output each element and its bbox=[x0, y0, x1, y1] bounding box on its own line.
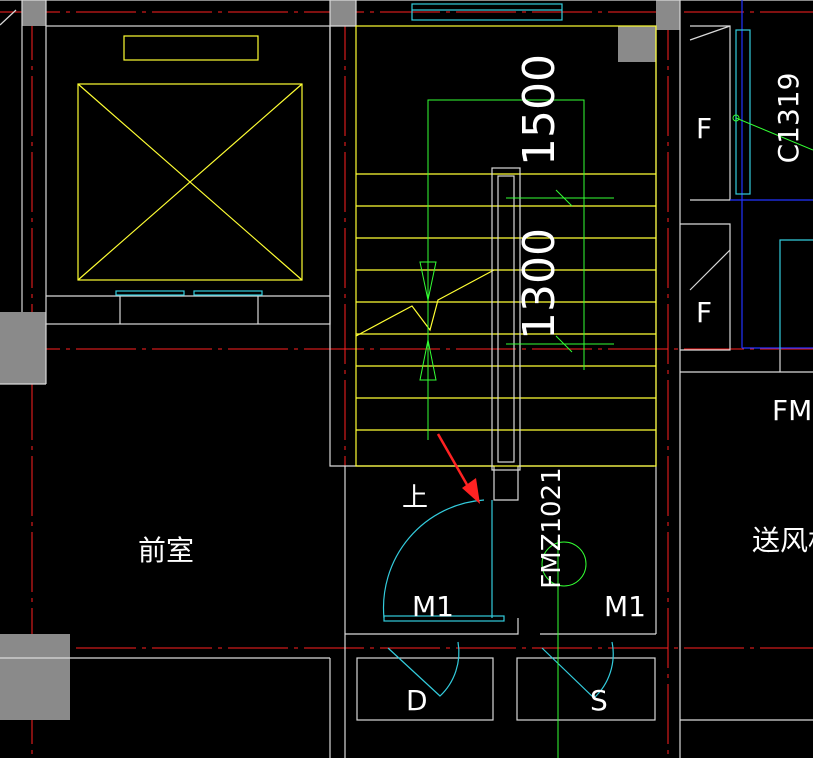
shaft-s-wall bbox=[516, 657, 656, 721]
column bbox=[0, 312, 46, 384]
dimension-tick bbox=[555, 189, 573, 207]
elevator-door-right bbox=[193, 290, 263, 296]
dimensions bbox=[419, 99, 813, 758]
door-s-swing bbox=[541, 641, 614, 699]
fm-right-label: FM bbox=[772, 394, 812, 427]
right-window bbox=[735, 29, 751, 195]
column bbox=[618, 26, 656, 62]
handrail-outer bbox=[491, 167, 521, 471]
blue-lines bbox=[730, 0, 813, 349]
column bbox=[656, 0, 680, 30]
window-leader-dot bbox=[732, 114, 740, 122]
door-d-swing bbox=[387, 641, 460, 697]
walk-arrow-up bbox=[419, 261, 437, 301]
wall bbox=[493, 466, 519, 501]
elevator-door-left bbox=[115, 290, 185, 296]
door-m1-right-label: M1 bbox=[604, 590, 646, 623]
fire-door-marker bbox=[541, 541, 587, 587]
wall bbox=[0, 9, 17, 26]
stair-up-label: 上 bbox=[402, 483, 428, 513]
stair-boundary bbox=[355, 25, 657, 467]
dim-1300-label: 1300 bbox=[514, 228, 565, 340]
window-leader bbox=[735, 117, 813, 151]
elevator-car bbox=[77, 35, 303, 281]
shaft-d-wall bbox=[356, 657, 494, 721]
dimension-tick bbox=[555, 335, 573, 353]
wall bbox=[680, 223, 731, 351]
dimension-line bbox=[427, 99, 585, 440]
dim-1500-label: 1500 bbox=[514, 54, 565, 166]
columns bbox=[0, 0, 680, 720]
stair-break-line bbox=[355, 269, 495, 337]
wall bbox=[345, 618, 519, 635]
wall bbox=[689, 25, 731, 41]
arrow-shaft bbox=[436, 433, 472, 491]
fire-door-label: FMZ1021 bbox=[537, 467, 567, 588]
wall bbox=[690, 25, 731, 201]
arrow-head bbox=[462, 478, 480, 504]
shaft-d-label: D bbox=[406, 684, 428, 717]
f-lower-label: F bbox=[696, 296, 712, 329]
door-m1-left-label: M1 bbox=[412, 590, 454, 623]
door-m1-left-swing bbox=[382, 499, 485, 619]
f-upper-label: F bbox=[696, 112, 712, 145]
stair-handrail bbox=[491, 167, 521, 471]
openings bbox=[115, 3, 813, 699]
right-window-2 bbox=[779, 239, 813, 350]
window-code-label: C1319 bbox=[772, 73, 805, 164]
door-m1-left-frame bbox=[383, 615, 505, 622]
walk-arrow-down bbox=[419, 339, 437, 381]
annotation-arrow bbox=[436, 433, 480, 504]
top-window bbox=[411, 3, 563, 21]
stair bbox=[355, 25, 657, 467]
wall bbox=[689, 249, 731, 291]
elevator-car-diagonal bbox=[77, 83, 303, 281]
column bbox=[330, 0, 356, 26]
column bbox=[0, 634, 70, 720]
handrail-inner bbox=[497, 175, 515, 463]
anteroom-label: 前室 bbox=[138, 534, 194, 567]
column bbox=[22, 0, 46, 26]
supply-air-label: 送风机 bbox=[752, 524, 813, 557]
shaft-s-label: S bbox=[590, 684, 608, 717]
elevator-car-outline bbox=[77, 83, 303, 281]
elevator-indicator bbox=[123, 35, 259, 61]
